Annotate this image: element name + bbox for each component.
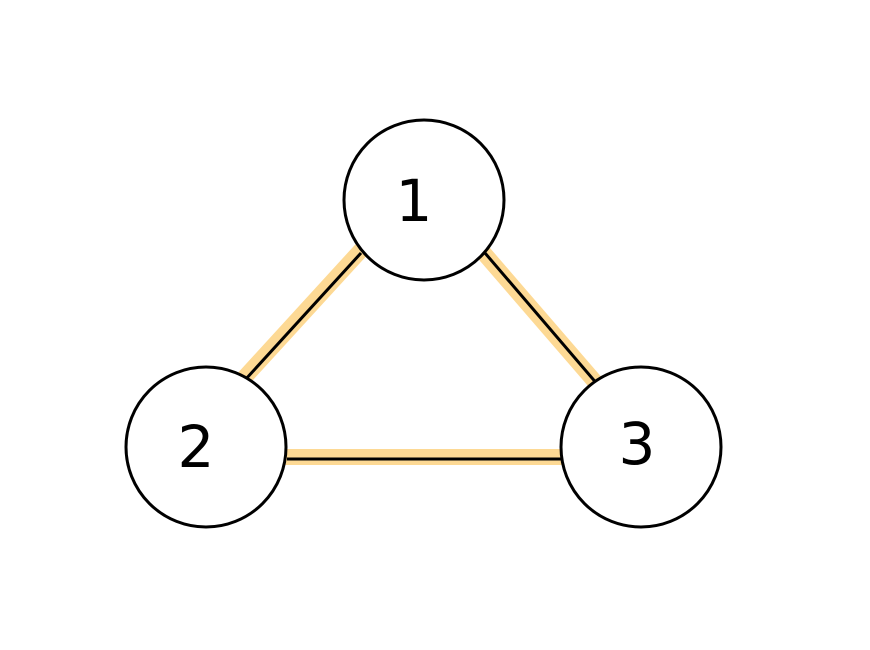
- edge-1-2: [243, 251, 363, 382]
- node-1-label: 1: [396, 167, 433, 235]
- node-2: 2: [124, 365, 288, 529]
- node-3: 3: [559, 365, 723, 529]
- edge-1-2-highlight: [236, 241, 370, 386]
- node-1: 1: [342, 118, 506, 282]
- edge-1-3: [483, 252, 600, 386]
- node-3-label: 3: [619, 410, 656, 478]
- node-1-circle: [342, 118, 506, 282]
- node-2-circle: [124, 365, 288, 529]
- node-2-label: 2: [178, 413, 215, 481]
- node-3-circle: [559, 365, 723, 529]
